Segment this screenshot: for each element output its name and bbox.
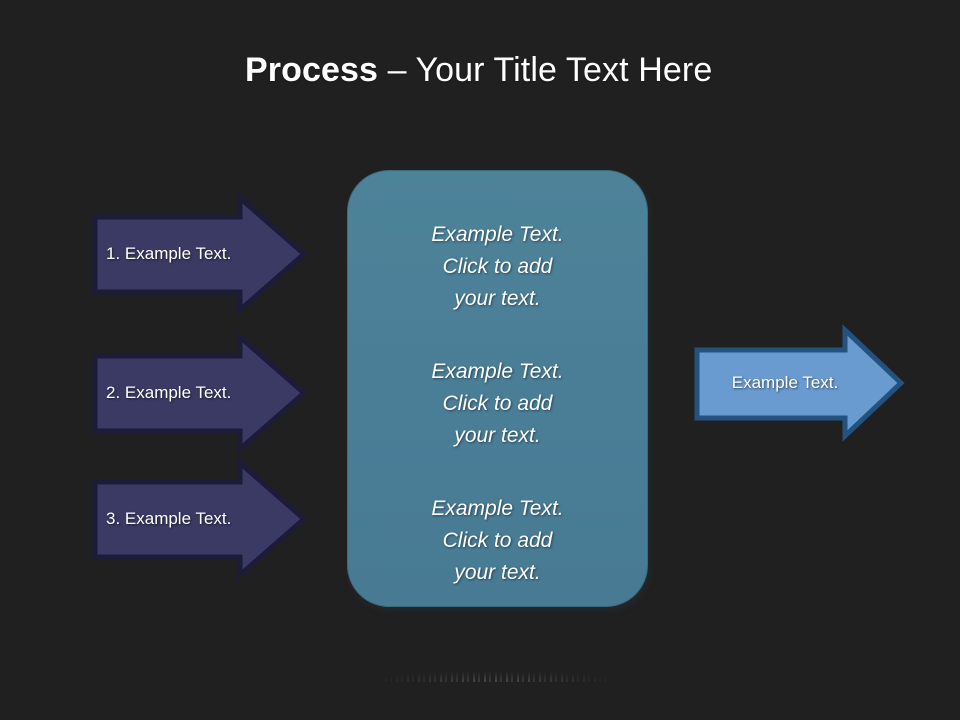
arrow-right-icon: [92, 457, 308, 581]
center-panel-text-block-1: Example Text. Click to add your text.: [431, 223, 564, 310]
title-band: Process – Your Title Text Here: [0, 0, 960, 118]
process-step-arrow-1[interactable]: 1. Example Text.: [92, 192, 308, 316]
center-panel-text-block-3: Example Text. Click to add your text.: [431, 497, 564, 584]
process-step-arrow-2[interactable]: 2. Example Text.: [92, 331, 308, 455]
arrow-right-icon: [694, 324, 905, 442]
page-title-strong: Process: [245, 51, 388, 89]
result-arrow[interactable]: Example Text.: [693, 322, 905, 444]
page-title-light: – Your Title Text Here: [387, 51, 713, 89]
center-content-panel[interactable]: Example Text. Click to add your text. Ex…: [347, 170, 648, 607]
arrow-right-icon: [92, 331, 308, 455]
page-title: Process – Your Title Text Here: [245, 48, 712, 92]
center-panel-text-block-2: Example Text. Click to add your text.: [431, 360, 564, 447]
process-step-arrow-3[interactable]: 3. Example Text.: [92, 457, 308, 581]
horizon-silhouette: [330, 660, 660, 682]
arrow-right-icon: [92, 192, 308, 316]
